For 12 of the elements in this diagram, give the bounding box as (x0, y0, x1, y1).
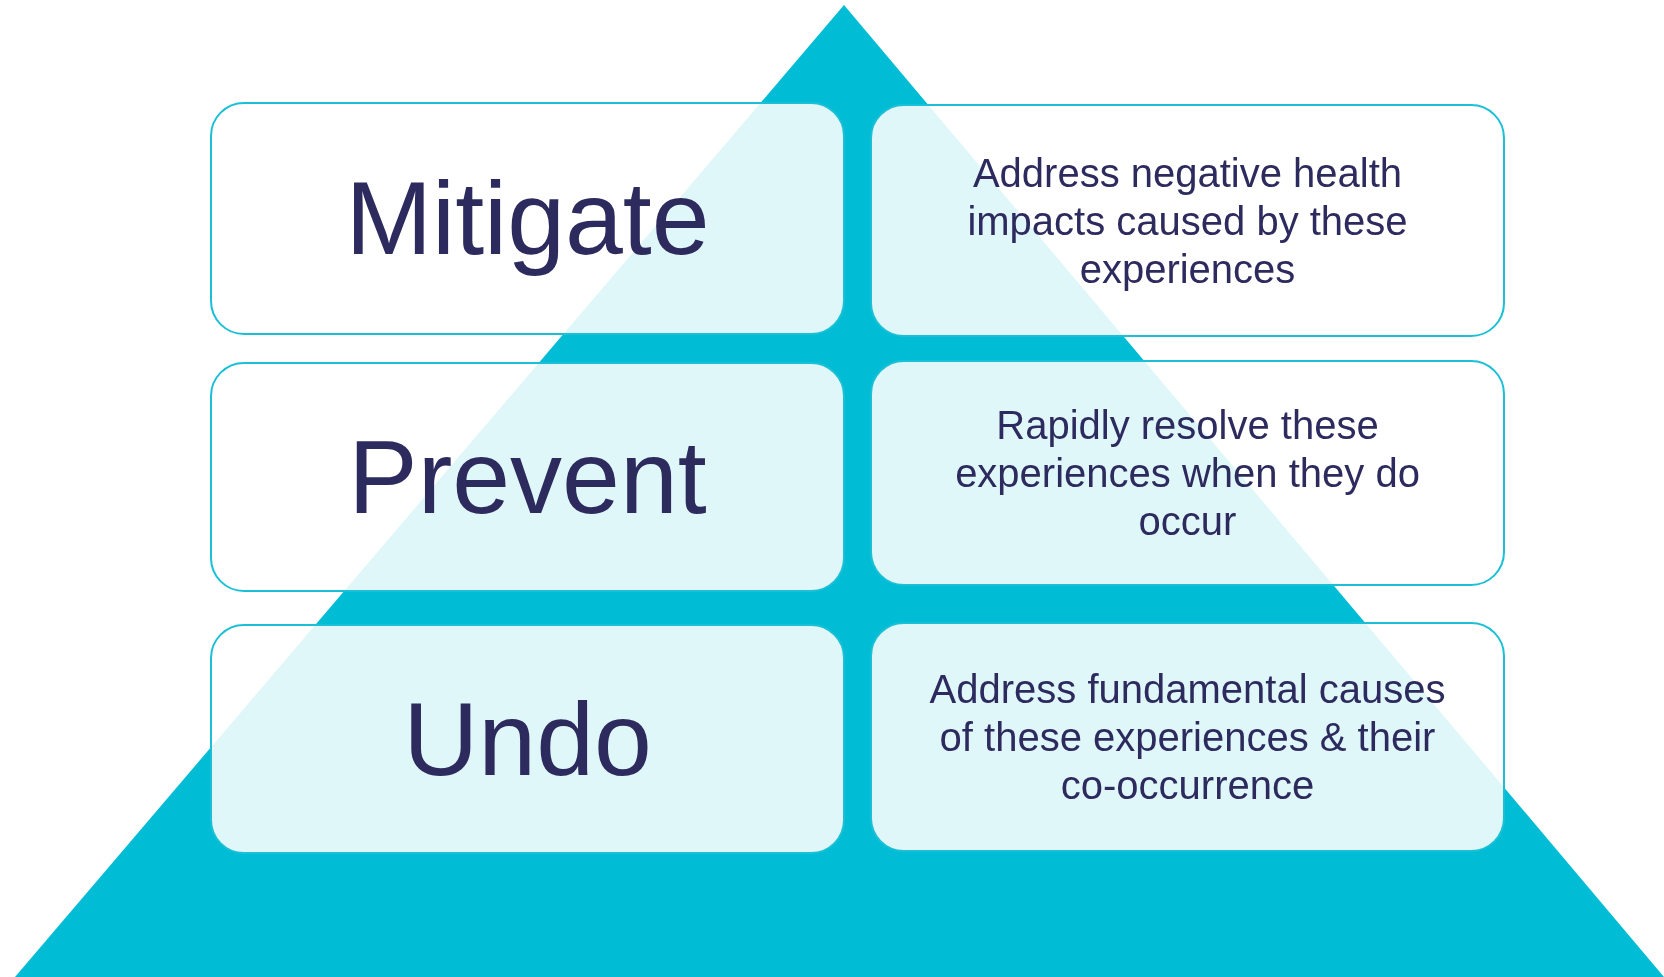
level-heading: Mitigate (345, 159, 710, 278)
description-box (870, 360, 1505, 586)
description-text: Rapidly resolve these experiences when they do occur (954, 402, 1421, 545)
level-box (210, 362, 845, 592)
description-box (870, 622, 1505, 852)
description-text: Address fundamental causes of these experiences & their co-occurrence (928, 666, 1447, 809)
level-box (210, 102, 845, 335)
description-box (870, 104, 1505, 337)
level-heading: Prevent (348, 417, 707, 537)
description-text: Address negative health impacts caused by these experiences (966, 149, 1409, 293)
level-box (210, 624, 845, 854)
level-heading: Undo (403, 679, 652, 799)
